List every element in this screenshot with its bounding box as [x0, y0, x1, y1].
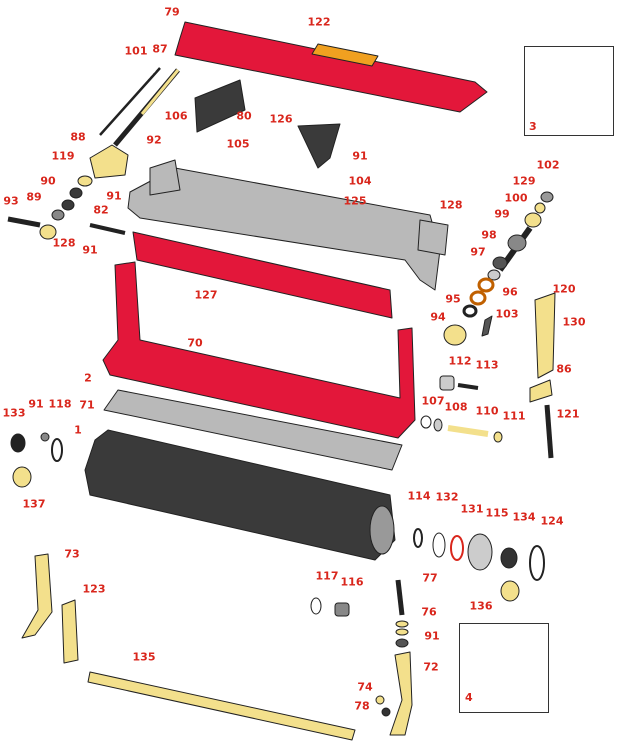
- callout: 117: [315, 569, 339, 583]
- callout: 96: [502, 285, 518, 299]
- callout: 101: [124, 44, 148, 58]
- callout: 91: [352, 149, 368, 163]
- rear-shield: [174, 21, 488, 113]
- inset-label: 3: [529, 120, 537, 133]
- warning-decal: [311, 43, 379, 67]
- callout: 82: [93, 203, 109, 217]
- callout: 122: [307, 15, 331, 29]
- callout: 132: [435, 490, 459, 504]
- callout: 119: [51, 149, 75, 163]
- callout: 110: [475, 404, 499, 418]
- callout: 94: [430, 310, 446, 324]
- callout: 92: [146, 133, 162, 147]
- callout: 93: [3, 194, 19, 208]
- callout: 104: [348, 174, 372, 188]
- callout: 115: [485, 506, 509, 520]
- callout: 103: [495, 307, 519, 321]
- callout: 135: [132, 650, 156, 664]
- inset-hardware-kit-3: 3: [524, 46, 614, 136]
- callout: 136: [469, 599, 493, 613]
- callout: 116: [340, 575, 364, 589]
- cover-funnel: [297, 123, 341, 169]
- callout: 128: [439, 198, 463, 212]
- callout: 124: [540, 514, 564, 528]
- callout: 133: [2, 406, 26, 420]
- callout: 88: [70, 130, 86, 144]
- callout: 95: [445, 292, 461, 306]
- callout: 99: [494, 207, 510, 221]
- callout: 97: [470, 245, 486, 259]
- callout: 71: [79, 398, 95, 412]
- callout: 86: [556, 362, 572, 376]
- roller-shield: [132, 231, 393, 319]
- callout: 79: [164, 5, 180, 19]
- callout: 2: [84, 371, 92, 385]
- bracket: [194, 79, 246, 133]
- pivot-bracket: [89, 144, 129, 179]
- left-side-plate: [21, 553, 53, 639]
- bottom-bar: [87, 671, 356, 741]
- callout: 91: [28, 397, 44, 411]
- spring: [99, 67, 161, 136]
- main-frame: [127, 167, 441, 291]
- callout: 76: [421, 605, 437, 619]
- callout: 107: [421, 394, 445, 408]
- callout: 129: [512, 174, 536, 188]
- callout: 73: [64, 547, 80, 561]
- callout: 91: [106, 189, 122, 203]
- callout: 113: [475, 358, 499, 372]
- callout: 121: [556, 407, 580, 421]
- callout: 131: [460, 502, 484, 516]
- callout: 1: [74, 423, 82, 437]
- callout: 137: [22, 497, 46, 511]
- callout: 123: [82, 582, 106, 596]
- callout: 80: [236, 109, 252, 123]
- callout: 108: [444, 400, 468, 414]
- reel-frame: [102, 261, 416, 439]
- height-adjuster: [534, 292, 556, 379]
- callout: 126: [269, 112, 293, 126]
- side-plate-liner: [61, 599, 79, 664]
- callout: 134: [512, 510, 536, 524]
- right-side-plate: [389, 651, 413, 736]
- callout: 105: [226, 137, 250, 151]
- callout: 91: [424, 629, 440, 643]
- callout: 91: [82, 243, 98, 257]
- callout: 70: [187, 336, 203, 350]
- callout: 98: [481, 228, 497, 242]
- callout: 114: [407, 489, 431, 503]
- callout: 89: [26, 190, 42, 204]
- callout: 118: [48, 397, 72, 411]
- callout: 125: [343, 194, 367, 208]
- callout: 87: [152, 42, 168, 56]
- callout: 112: [448, 354, 472, 368]
- inset-hardware-kit-4: 4: [459, 623, 549, 713]
- callout: 102: [536, 158, 560, 172]
- callout: 130: [562, 315, 586, 329]
- callout: 72: [423, 660, 439, 674]
- callout: 78: [354, 699, 370, 713]
- callout: 90: [40, 174, 56, 188]
- callout: 74: [357, 680, 373, 694]
- callout: 77: [422, 571, 438, 585]
- callout: 127: [194, 288, 218, 302]
- callout: 100: [504, 191, 528, 205]
- callout: 111: [502, 409, 526, 423]
- bedknife-bar: [103, 389, 403, 471]
- callout: 128: [52, 236, 76, 250]
- inset-label: 4: [465, 691, 473, 704]
- callout: 120: [552, 282, 576, 296]
- callout: 106: [164, 109, 188, 123]
